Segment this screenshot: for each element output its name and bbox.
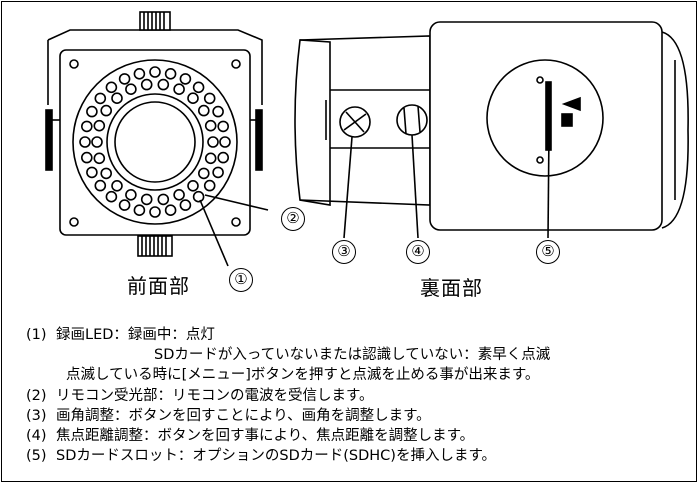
camera-diagram xyxy=(45,11,689,267)
ir-led-ring xyxy=(79,66,231,218)
ir-led xyxy=(133,204,146,216)
ir-led xyxy=(179,73,192,85)
ir-led xyxy=(105,190,118,203)
ir-led xyxy=(140,193,153,206)
ir-led xyxy=(217,120,229,133)
legend-text: 録画LED：録画中：点灯 xyxy=(56,327,215,343)
ir-led xyxy=(157,193,170,206)
callout-1: ① xyxy=(229,268,253,292)
ir-led xyxy=(198,104,210,117)
ir-led xyxy=(93,119,106,132)
ir-led xyxy=(100,104,112,117)
callout-2: ② xyxy=(281,207,305,231)
front-view-label: 前面部 xyxy=(127,274,190,298)
ir-led xyxy=(187,92,199,104)
ir-led xyxy=(94,92,107,105)
ir-led xyxy=(173,83,185,95)
legend-text: 画角調整：ボタンを回すことにより、画角を調整します。 xyxy=(56,407,431,424)
ir-led xyxy=(204,152,217,165)
legend-item-2: (2) リモコン受光部：リモコンの電波を受信します。 xyxy=(26,386,550,406)
ir-led xyxy=(164,204,177,216)
ir-led xyxy=(192,81,205,94)
ir-led xyxy=(81,120,93,133)
ir-led xyxy=(149,206,161,218)
ir-led xyxy=(91,136,103,148)
legend-num: (4) xyxy=(26,428,47,445)
back-camera-drawing xyxy=(294,21,689,239)
ir-led xyxy=(140,78,153,91)
callout-4: ④ xyxy=(406,240,430,264)
legend: (1) 録画LED：録画中：点灯 SDカードが入っていないまたは認識していない：素… xyxy=(26,325,550,466)
legend-item-1-note: 点滅している時に[メニュー]ボタンを押すと点滅を止める事が出来ます。 xyxy=(26,365,550,385)
ir-led xyxy=(86,166,98,179)
ir-led xyxy=(203,92,216,105)
legend-item-1-detail: SDカードが入っていないまたは認識していない：素早く点滅 xyxy=(26,345,550,365)
legend-text: リモコン受光部：リモコンの電波を受信します。 xyxy=(56,387,374,404)
ir-led xyxy=(187,180,199,192)
ir-led xyxy=(86,105,98,118)
legend-num: (2) xyxy=(26,387,47,404)
ir-led xyxy=(93,152,106,165)
ir-led xyxy=(204,119,217,132)
legend-num: (5) xyxy=(26,448,47,465)
legend-item-4: (4) 焦点距離調整：ボタンを回す事により、焦点距離を調整します。 xyxy=(26,426,550,446)
ir-led xyxy=(157,78,170,91)
ir-led xyxy=(133,68,146,80)
ir-led xyxy=(207,136,219,148)
legend-item-5: (5) SDカードスロット：オプションのSDカード(SDHC)を挿入します。 xyxy=(26,446,550,466)
ir-led xyxy=(125,189,137,201)
back-view-label: 裏面部 xyxy=(420,276,483,300)
ir-led xyxy=(217,151,229,164)
legend-text: SDカードスロット：オプションのSDカード(SDHC)を挿入します。 xyxy=(56,448,496,465)
legend-text: SDカードが入っていないまたは認識していない：素早く点滅 xyxy=(154,347,551,364)
ir-led xyxy=(105,81,118,94)
ir-led xyxy=(125,83,137,95)
callout-5: ⑤ xyxy=(536,240,560,264)
ir-led xyxy=(111,180,123,192)
legend-num: (3) xyxy=(26,407,47,424)
ir-led xyxy=(212,105,224,118)
ir-led xyxy=(203,179,216,192)
ir-led xyxy=(219,136,231,148)
legend-text: 点滅している時に[メニュー]ボタンを押すと点滅を止める事が出来ます。 xyxy=(66,367,540,384)
front-camera-drawing xyxy=(45,11,269,267)
ir-led xyxy=(118,199,131,211)
ir-led xyxy=(212,166,224,179)
ir-led xyxy=(198,167,210,180)
legend-item-1: (1) 録画LED：録画中：点灯 xyxy=(26,325,550,345)
legend-num: (1) xyxy=(26,327,47,343)
ir-led xyxy=(94,179,107,192)
ir-led xyxy=(81,151,93,164)
ir-led xyxy=(118,73,131,85)
ir-led xyxy=(179,199,192,211)
callout-3: ③ xyxy=(332,240,356,264)
ir-led xyxy=(111,92,123,104)
ir-led xyxy=(164,68,177,80)
legend-item-3: (3) 画角調整：ボタンを回すことにより、画角を調整します。 xyxy=(26,406,550,426)
legend-text: 焦点距離調整：ボタンを回す事により、焦点距離を調整します。 xyxy=(56,428,475,445)
ir-led xyxy=(192,190,205,203)
ir-led xyxy=(173,189,185,201)
ir-led xyxy=(100,167,112,180)
ir-led xyxy=(79,136,91,148)
ir-led xyxy=(149,66,161,78)
